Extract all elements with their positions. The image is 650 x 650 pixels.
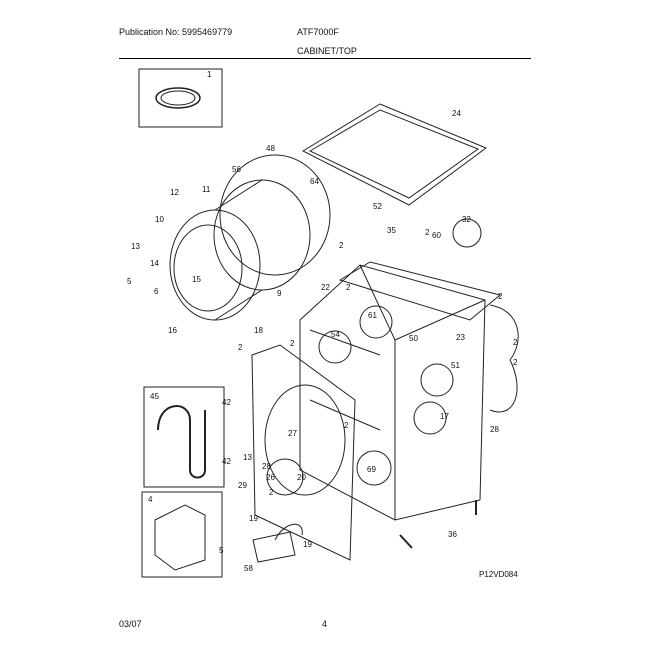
top-panel-inner	[308, 109, 480, 199]
callout-52: 52	[373, 202, 382, 211]
callout-2c: 2	[513, 338, 518, 347]
callout-2j: 2	[498, 292, 503, 301]
callout-64: 64	[310, 177, 319, 186]
callout-61: 61	[368, 311, 377, 320]
callout-28b: 28	[262, 462, 271, 471]
callout-54: 54	[331, 330, 340, 339]
callout-19b: 19	[303, 540, 312, 549]
cabinet-body	[299, 264, 486, 521]
section-title: CABINET/TOP	[297, 46, 357, 56]
callout-2a: 2	[339, 241, 344, 250]
kick-panel-arrow	[274, 523, 303, 541]
callout-bubble-61	[359, 305, 393, 339]
side-panel	[489, 304, 519, 413]
callout-36: 36	[448, 530, 457, 539]
callout-2e: 2	[238, 343, 243, 352]
callout-5: 5	[127, 277, 132, 286]
callout-6: 6	[154, 287, 159, 296]
cabinet-top-edge	[394, 299, 486, 341]
callout-29: 29	[238, 481, 247, 490]
callout-10: 10	[155, 215, 164, 224]
diagram-code: P12VD084	[479, 570, 518, 579]
callout-bubble-32	[452, 218, 482, 248]
callout-42b: 42	[222, 457, 231, 466]
header-rule	[119, 58, 531, 59]
callout-16: 16	[168, 326, 177, 335]
front-tub-opening	[173, 224, 243, 312]
callout-4: 4	[148, 495, 153, 504]
footer-date: 03/07	[119, 619, 142, 629]
callout-51: 51	[451, 361, 460, 370]
kick-panel	[252, 531, 296, 563]
callout-bubble-69	[356, 450, 392, 486]
callout-bubble-26	[266, 458, 304, 496]
callout-2d: 2	[513, 358, 518, 367]
callout-27: 27	[288, 429, 297, 438]
cabinet-edge	[359, 264, 396, 341]
callout-32: 32	[462, 215, 471, 224]
top-panel	[301, 103, 488, 206]
callout-26: 26	[266, 473, 275, 482]
callout-2f: 2	[290, 339, 295, 348]
callout-1: 1	[207, 70, 212, 79]
drain-hose	[157, 405, 206, 479]
model-number: ATF7000F	[297, 27, 339, 37]
callout-45: 45	[150, 392, 159, 401]
callout-24: 24	[452, 109, 461, 118]
callout-2g: 2	[269, 488, 274, 497]
callout-19a: 19	[249, 514, 258, 523]
callout-20: 20	[297, 473, 306, 482]
callout-2i: 2	[425, 228, 430, 237]
rear-tub	[219, 154, 331, 276]
callout-13: 13	[131, 242, 140, 251]
callout-labels: 1 24 48 56 12 11 10 13 14 15 5 6 9 16 18…	[127, 70, 518, 573]
callout-23: 23	[456, 333, 465, 342]
top-rail	[338, 261, 502, 321]
callout-58: 58	[244, 564, 253, 573]
callout-17: 17	[440, 412, 449, 421]
callout-50: 50	[409, 334, 418, 343]
callout-2h: 2	[344, 421, 349, 430]
callout-5b: 5	[219, 546, 224, 555]
bracket	[154, 504, 206, 571]
callout-56: 56	[232, 165, 241, 174]
cabinet-rib-1	[309, 329, 381, 356]
callout-60: 60	[432, 231, 441, 240]
callout-48: 48	[266, 144, 275, 153]
inset-box-bracket	[141, 491, 223, 578]
inset-box-hose-kit	[138, 68, 223, 128]
callout-11: 11	[202, 185, 211, 194]
leveling-leg-front	[399, 534, 413, 549]
callout-14: 14	[150, 259, 159, 268]
callout-18: 18	[254, 326, 263, 335]
page-number: 4	[322, 619, 328, 629]
front-frame	[251, 344, 356, 561]
callout-28a: 28	[490, 425, 499, 434]
callout-bubble-51	[420, 363, 454, 397]
callout-bubble-54	[318, 330, 352, 364]
callout-bubble-17	[413, 401, 447, 435]
callout-13b: 13	[243, 453, 252, 462]
callout-22: 22	[321, 283, 330, 292]
callout-42a: 42	[222, 398, 231, 407]
front-door-opening	[264, 384, 346, 496]
callout-2b: 2	[346, 283, 351, 292]
callout-9: 9	[277, 289, 282, 298]
hose-coil-inner	[160, 90, 196, 106]
callout-35: 35	[387, 226, 396, 235]
callout-15: 15	[192, 275, 201, 284]
callout-69: 69	[367, 465, 376, 474]
inset-box-drain-hose	[143, 386, 225, 488]
tub-edge-bottom	[214, 289, 263, 321]
hose-coil	[155, 87, 201, 109]
publication-number: Publication No: 5995469779	[119, 27, 233, 37]
tub-edge-top	[214, 179, 263, 211]
cabinet-rib-2	[309, 399, 381, 431]
callout-12: 12	[170, 188, 179, 197]
